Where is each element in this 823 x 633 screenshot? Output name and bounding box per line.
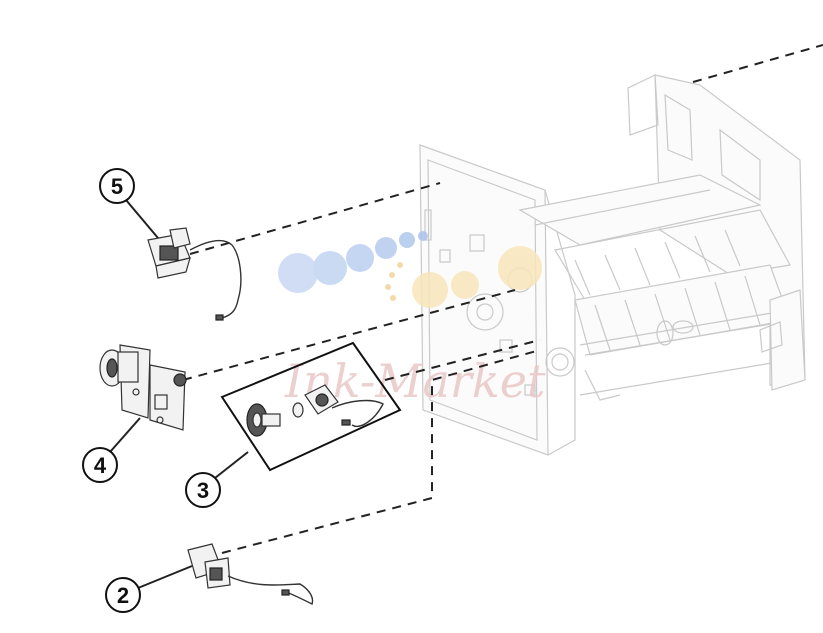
callout-circle-5 [99,168,135,204]
callout-connector-5 [125,199,159,239]
callout-connector-4 [109,417,141,453]
callout-connector-2 [137,565,193,589]
leader-line-2 [221,349,541,554]
printer-frame-assembly [419,74,806,456]
part-4-motor-assembly [99,344,187,431]
callout-number-3: 3 [197,478,209,503]
callout-number-4: 4 [94,453,107,478]
callouts: 5 4 3 2 [82,168,249,613]
callout-connector-3 [214,451,249,479]
callout-number-5: 5 [111,174,123,199]
leader-line-5 [189,182,441,255]
callout-number-2: 2 [117,583,129,608]
kit-bracket-outline [220,341,402,472]
leader-line-frame [692,44,823,83]
leader-line-3 [384,339,541,381]
callout-circle-2 [105,577,141,613]
part-3-gear-kit [220,341,402,472]
part-5-solenoid [147,227,242,321]
callout-circle-3 [185,472,221,508]
callout-circle-4 [82,447,118,483]
part-2-sensor [187,543,314,605]
leader-lines [182,44,823,554]
